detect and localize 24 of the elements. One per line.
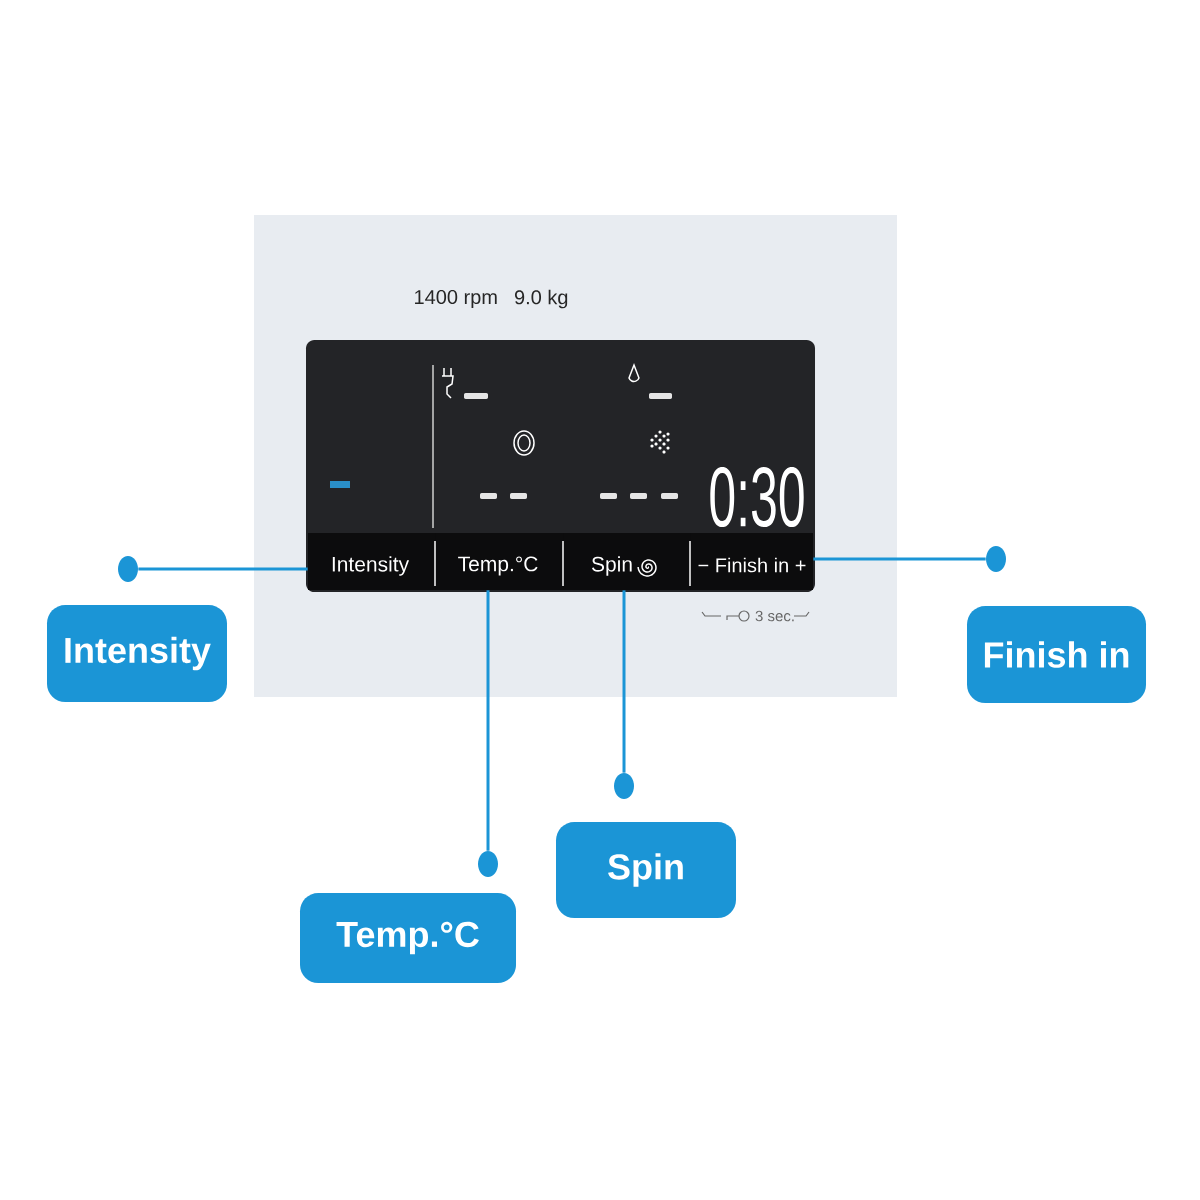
display-button: Intensity — [308, 533, 435, 590]
callout-label: Spin — [556, 822, 736, 918]
node-label: Temp.°C — [458, 556, 538, 576]
display-button: Temp.°C — [435, 533, 563, 590]
leader-dot — [118, 556, 138, 582]
hold-time-text: 3 sec. — [755, 610, 794, 622]
node-label: Spin — [591, 556, 632, 576]
node-label: Intensity — [332, 556, 410, 576]
leader-dot — [986, 546, 1006, 572]
node-label: − Finish in + — [698, 557, 806, 573]
display-button: Spin — [563, 533, 690, 590]
leader-line — [622, 590, 626, 773]
leader-line — [138, 567, 308, 571]
leader-line — [486, 590, 490, 851]
leader-dot — [614, 773, 634, 799]
callout-label: Intensity — [47, 605, 227, 702]
time-readout: 0:30 — [710, 466, 804, 528]
callout-label: Finish in — [967, 606, 1146, 703]
leader-dot — [478, 851, 498, 877]
callout-label: Temp.°C — [300, 893, 516, 983]
spec-text: 1400 rpm — [415, 289, 497, 309]
display-button: − Finish in + — [690, 533, 813, 590]
spec-text: 9.0 kg — [514, 289, 568, 309]
leader-line — [813, 557, 986, 561]
